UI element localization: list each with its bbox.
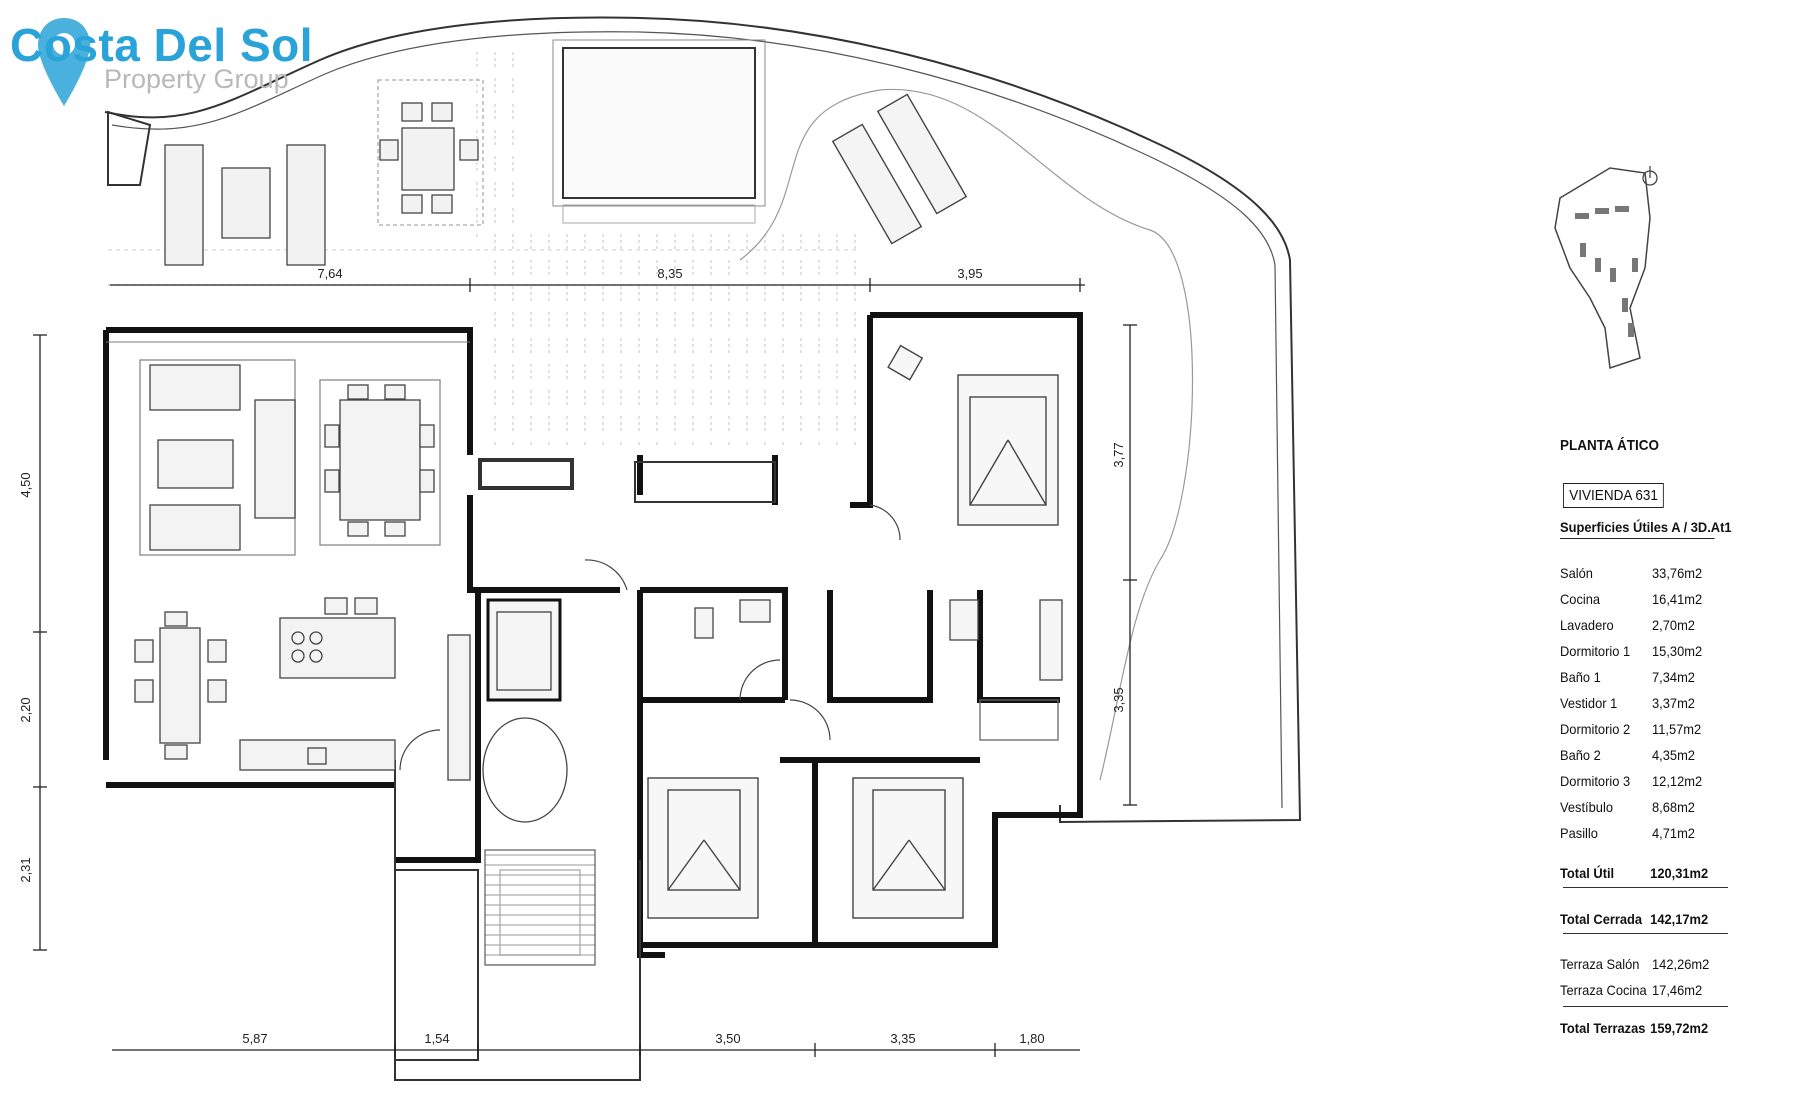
dim-left-1: 4,50: [18, 472, 33, 497]
dim-right-2: 3,35: [1111, 687, 1126, 712]
brand-tagline: Property Group: [104, 64, 289, 94]
dim-top-1: 7,64: [317, 266, 342, 281]
terrace-deck: [480, 230, 860, 445]
terrace-outline: [104, 16, 1302, 824]
dim-bottom-1: 5,87: [242, 1031, 267, 1046]
outdoor-table: [377, 79, 484, 226]
sunbeds: [831, 93, 968, 245]
dim-bottom-3: 3,50: [715, 1031, 740, 1046]
dim-right-1: 3,77: [1111, 442, 1126, 467]
dim-top-2: 8,35: [657, 266, 682, 281]
lift-lobby: [482, 598, 596, 966]
dimension-lines: [33, 278, 1137, 1057]
unit-label: VIVIENDA 631: [1563, 483, 1665, 508]
dim-left-3: 2,31: [18, 857, 33, 882]
divider: [1563, 887, 1728, 888]
area-legend: PLANTA ÁTICO VIVIENDA 631 Superficies Út…: [1560, 0, 1790, 1100]
kitchen-furniture: [134, 597, 471, 781]
dim-top-3: 3,95: [957, 266, 982, 281]
dim-bottom-5: 1,80: [1019, 1031, 1044, 1046]
dim-left-2: 2,20: [18, 697, 33, 722]
dim-bottom-2: 1,54: [424, 1031, 449, 1046]
living-furniture: [139, 359, 441, 556]
bathrooms: [694, 599, 1063, 741]
areas-heading: Superficies Útiles A / 3D.At1: [1560, 519, 1732, 539]
pool: [562, 47, 756, 199]
beds: [647, 344, 1059, 919]
site-key-map: [1554, 166, 1658, 370]
brand-name: Costa Del Sol: [10, 19, 314, 71]
floor-title: PLANTA ÁTICO: [1560, 437, 1659, 454]
divider: [1563, 1006, 1728, 1007]
dim-bottom-4: 3,35: [890, 1031, 915, 1046]
divider: [1563, 933, 1728, 934]
location-pin-icon: [38, 18, 90, 106]
loungers: [164, 144, 326, 266]
